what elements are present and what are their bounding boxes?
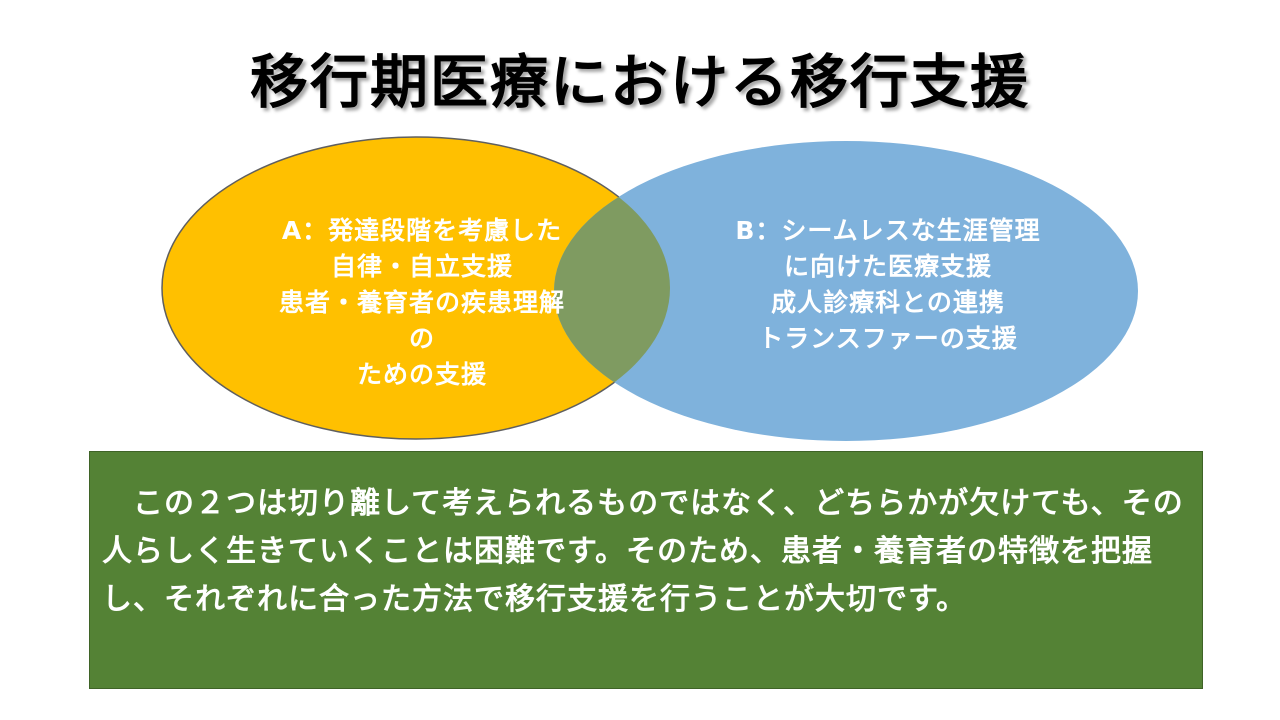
slide-title: 移行期医療における移行支援: [249, 48, 1030, 116]
circle-a-line-5: ための支援: [356, 360, 487, 389]
circle-b-line-1: B：シームレスな生涯管理: [735, 216, 1041, 245]
circle-b-line-3: 成人診療科との連携: [771, 288, 1005, 317]
circle-a-line-2: 自律・自立支援: [330, 252, 513, 281]
circle-b-text: B：シームレスな生涯管理 に向けた医療支援 成人診療科との連携 トランスファーの…: [678, 213, 1098, 357]
summary-text: この２つは切り離して考えられるものではなく、どちらかが欠けても、その人らしく生き…: [102, 486, 1184, 617]
circle-b: [554, 141, 1138, 441]
circle-b-line-4: トランスファーの支援: [758, 324, 1018, 353]
circle-a-text: A：発達段階を考慮した 自律・自立支援 患者・養育者の疾患理解 の ための支援: [222, 213, 622, 393]
circle-a-line-1: A：発達段階を考慮した: [281, 216, 563, 245]
circle-a-line-3: 患者・養育者の疾患理解: [278, 288, 565, 317]
summary-box: この２つは切り離して考えられるものではなく、どちらかが欠けても、その人らしく生き…: [89, 451, 1203, 689]
circle-b-line-2: に向けた医療支援: [783, 252, 992, 281]
circle-a-line-4: の: [408, 324, 435, 353]
